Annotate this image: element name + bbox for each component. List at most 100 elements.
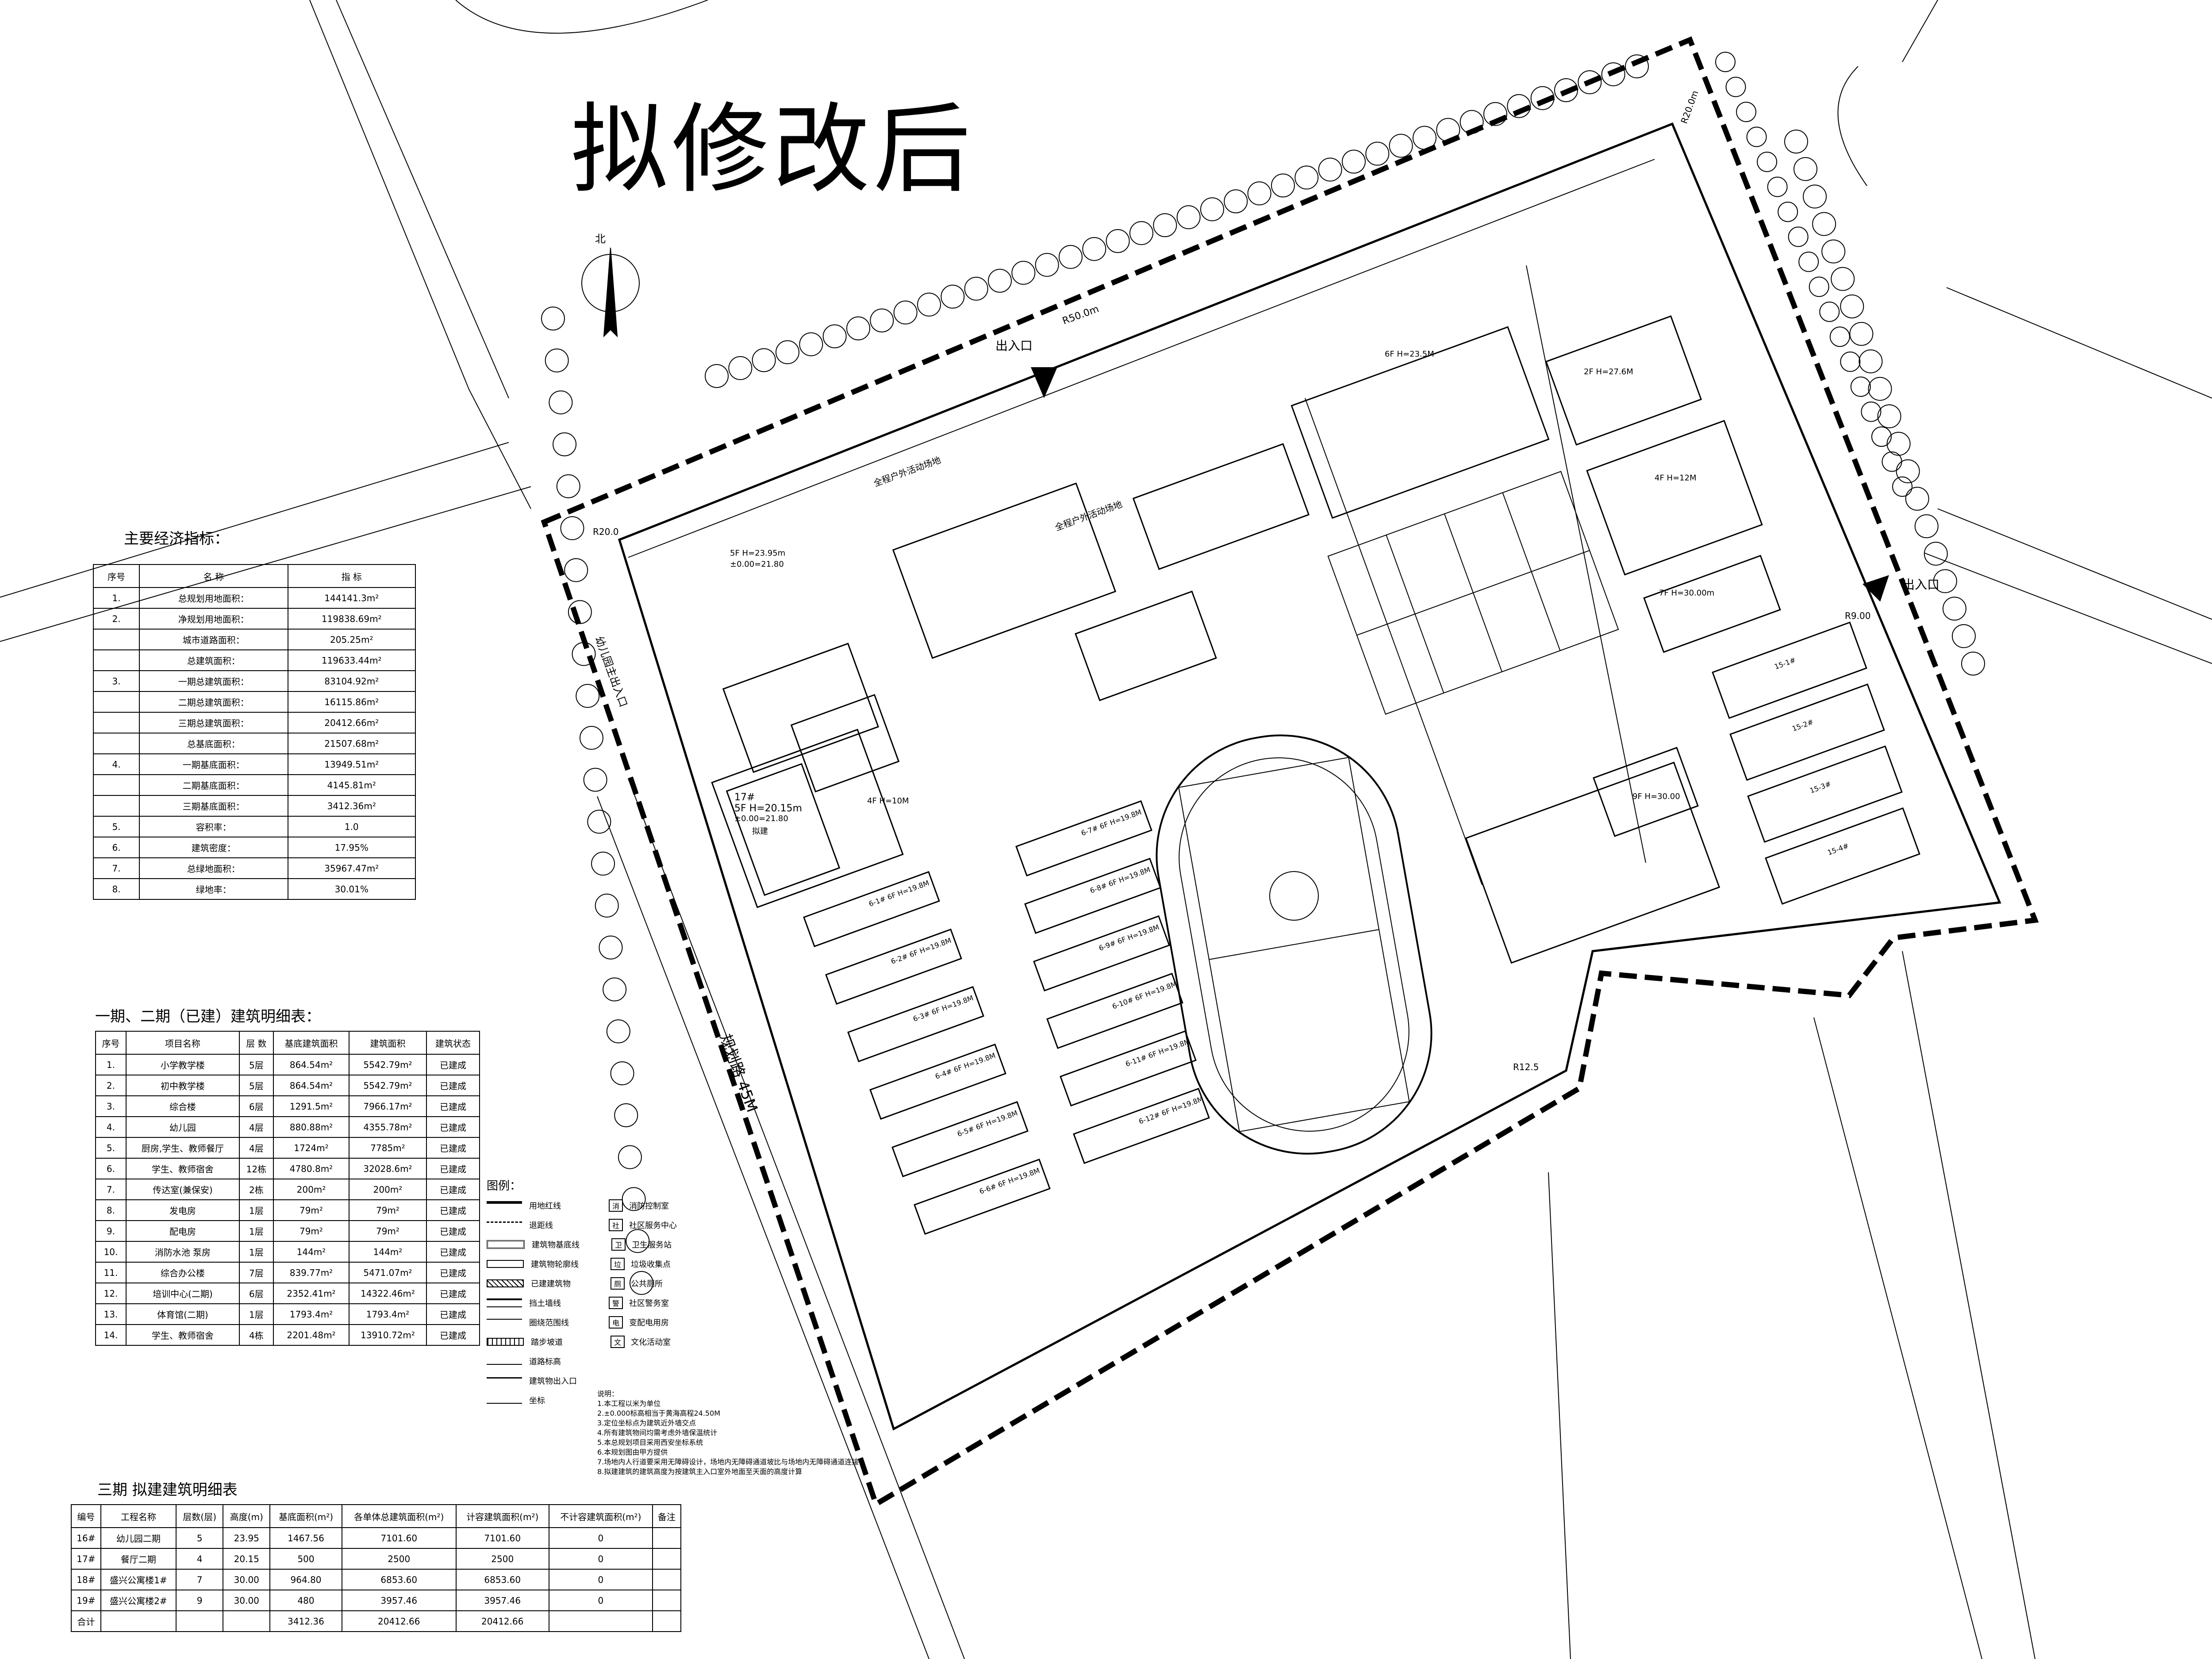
phase12-cell: 4780.8m² xyxy=(273,1158,350,1179)
phase12-cell: 学生、教师宿舍 xyxy=(125,1158,240,1179)
legend-label: 社区警务室 xyxy=(629,1299,669,1308)
econ-cell: 144141.3m² xyxy=(287,587,416,609)
legend-label: 挡土墙线 xyxy=(529,1299,561,1308)
tree-icon xyxy=(1871,426,1892,447)
phase12-cell: 已建成 xyxy=(426,1199,480,1221)
econ-cell xyxy=(92,629,140,650)
tree-icon xyxy=(1914,514,1939,538)
phase3-cell: 4 xyxy=(176,1548,224,1570)
note-line: 2.±0.000标高相当于黄海高程24.50M xyxy=(597,1409,721,1417)
phase3-cell: 500 xyxy=(269,1548,342,1570)
tree-icon xyxy=(1821,239,1846,264)
phase3-cell xyxy=(652,1527,682,1549)
tree-icon xyxy=(1247,181,1271,206)
econ-cell: 119633.44m² xyxy=(287,649,416,671)
phase12-cell: 6. xyxy=(95,1158,127,1179)
phase3-cell: 0 xyxy=(548,1548,653,1570)
phase12-cell: 79m² xyxy=(273,1220,350,1242)
phase3-cell xyxy=(548,1610,653,1632)
phase12-cell: 200m² xyxy=(349,1179,427,1200)
econ-cell: 119838.69m² xyxy=(287,608,416,630)
phase12-cell: 已建成 xyxy=(426,1324,480,1346)
phase12-cell: 5471.07m² xyxy=(349,1262,427,1283)
phase12-cell: 综合办公楼 xyxy=(125,1262,240,1283)
phase12-cell: 5. xyxy=(95,1137,127,1159)
tree-icon xyxy=(1877,404,1901,429)
phase12-cell: 1. xyxy=(95,1054,127,1075)
tree-icon xyxy=(752,348,776,373)
bldg-19-label: 9F H=30.00 xyxy=(1632,792,1680,801)
note-line: 5.本总规划项目采用西安坐标系统 xyxy=(597,1438,703,1447)
phase12-cell: 5542.79m² xyxy=(349,1054,427,1075)
phase3-cell: 5 xyxy=(176,1527,224,1549)
legend-label: 用地红线 xyxy=(529,1202,561,1211)
legend-code: 警 xyxy=(609,1297,623,1309)
tree-icon xyxy=(1778,201,1798,222)
legend-symbol-icon xyxy=(487,1377,522,1385)
legend-symbol-icon xyxy=(487,1338,524,1346)
tree-icon xyxy=(1625,54,1649,78)
tree-icon xyxy=(1725,77,1746,97)
phase3-header-cell: 编号 xyxy=(71,1504,101,1528)
econ-cell: 20412.66m² xyxy=(287,712,416,733)
note-line: 8.拟建建筑的建筑高度为按建筑主入口室外地面至天面的高度计算 xyxy=(597,1467,803,1476)
tree-icon xyxy=(1082,237,1106,261)
phase12-cell: 4层 xyxy=(238,1116,274,1138)
tree-icon xyxy=(1153,213,1177,237)
tree-icon xyxy=(1803,184,1827,209)
tree-icon xyxy=(776,340,799,365)
phase12-cell: 2352.41m² xyxy=(273,1283,350,1304)
tree-icon xyxy=(1942,596,1966,621)
econ-cell: 净规划用地面积： xyxy=(139,608,288,630)
phase3-header-cell: 高度(m) xyxy=(223,1504,271,1528)
legend-item: 道路标高 xyxy=(487,1352,690,1371)
phase3-header-cell: 工程名称 xyxy=(100,1504,177,1528)
legend-symbol-icon xyxy=(487,1319,522,1326)
phase12-cell: 1层 xyxy=(238,1303,274,1325)
legend-symbol-icon xyxy=(487,1201,522,1210)
legend-label: 踏步坡道 xyxy=(531,1338,563,1347)
phase3-cell xyxy=(223,1610,271,1632)
tree-icon xyxy=(599,935,623,960)
econ-cell: 30.01% xyxy=(287,878,416,900)
econ-cell xyxy=(92,795,140,817)
tree-icon xyxy=(799,332,823,357)
econ-cell: 3412.36m² xyxy=(287,795,416,817)
phase3-header-cell: 备注 xyxy=(652,1504,682,1528)
phase3-cell xyxy=(652,1590,682,1611)
legend-title: 图例： xyxy=(487,1179,522,1193)
econ-cell: 一期基底面积： xyxy=(139,753,288,775)
legend-label: 公共厕所 xyxy=(631,1279,663,1289)
tree-icon xyxy=(595,893,619,918)
econ-cell: 总规划用地面积： xyxy=(139,587,288,609)
radius-label-r9: R9.00 xyxy=(1845,611,1871,621)
compass-label: 北 xyxy=(595,233,606,245)
tree-icon xyxy=(1530,86,1555,110)
phase12-cell: 9. xyxy=(95,1220,127,1242)
legend-symbol-icon xyxy=(487,1260,524,1268)
phase12-cell: 7785m² xyxy=(349,1137,427,1159)
tree-icon xyxy=(1757,151,1778,172)
econ-cell: 4145.81m² xyxy=(287,774,416,796)
legend-label: 文化活动室 xyxy=(631,1338,671,1347)
phase12-cell: 2栋 xyxy=(238,1179,274,1200)
phase12-cell: 864.54m² xyxy=(273,1054,350,1075)
econ-row: 6.建筑密度：17.95% xyxy=(92,837,416,858)
phase3-cell: 30.00 xyxy=(223,1569,271,1590)
legend-label: 建筑物出入口 xyxy=(529,1377,577,1386)
phase12-header-cell: 建筑面积 xyxy=(349,1031,427,1055)
phase3-cell xyxy=(652,1569,682,1590)
tree-icon xyxy=(560,516,584,540)
bldg-12-label: 6F H=23.5M xyxy=(1385,349,1434,359)
legend-symbol-icon xyxy=(487,1279,524,1287)
econ-cell: 13949.51m² xyxy=(287,753,416,775)
tree-icon xyxy=(1271,173,1295,198)
tree-icon xyxy=(1896,459,1920,484)
